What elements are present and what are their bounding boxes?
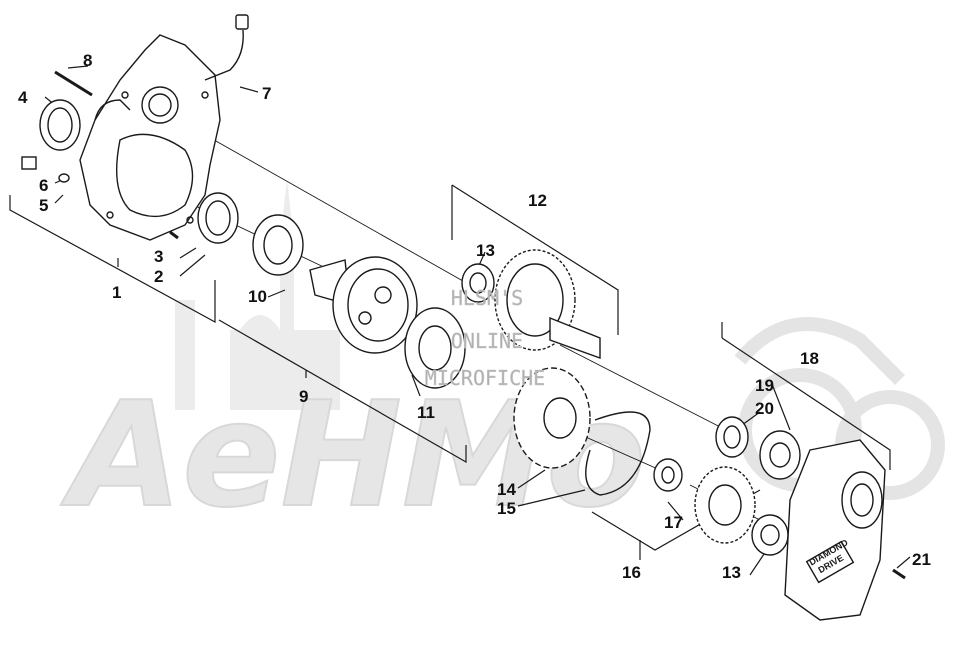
callout-4: 4 <box>18 88 28 107</box>
overlay-line-1: HLSM'S <box>451 286 523 310</box>
overlay-watermark: HLSM'S ONLINE MICROFICHE <box>425 286 546 391</box>
callout-19: 19 <box>755 376 774 395</box>
watermark-building <box>175 180 340 410</box>
callout-3: 3 <box>154 247 163 266</box>
bearing-and-drum <box>252 214 418 354</box>
callout-5: 5 <box>39 196 48 215</box>
callout-15: 15 <box>497 499 516 518</box>
sprocket-plate <box>404 307 466 389</box>
callout-20: 20 <box>755 399 774 418</box>
callout-21: 21 <box>912 550 931 569</box>
callout-12: 12 <box>528 191 547 210</box>
overlay-line-2: ONLINE <box>451 329 523 353</box>
seals-and-plugs <box>21 70 239 244</box>
callout-13-top: 13 <box>476 241 495 260</box>
callout-7: 7 <box>262 84 271 103</box>
callout-2: 2 <box>154 267 163 286</box>
callout-1: 1 <box>112 283 121 302</box>
overlay-line-3: MICROFICHE <box>425 366 545 390</box>
callout-13-bottom: 13 <box>722 563 741 582</box>
callout-14: 14 <box>497 480 516 499</box>
callout-17: 17 <box>664 513 683 532</box>
callout-6: 6 <box>39 176 48 195</box>
callout-8: 8 <box>83 51 92 70</box>
gear-case <box>79 14 249 241</box>
callout-18: 18 <box>800 349 819 368</box>
callout-9: 9 <box>299 387 308 406</box>
output-gear <box>461 249 601 359</box>
callout-labels: 8 4 7 6 5 3 2 1 10 9 11 12 13 14 15 16 1… <box>18 51 931 582</box>
callout-10: 10 <box>248 287 267 306</box>
drive-sprocket <box>513 367 651 496</box>
callout-11: 11 <box>417 403 435 422</box>
gear-cover <box>715 416 906 621</box>
callout-16: 16 <box>622 563 641 582</box>
idler-gear <box>653 458 789 556</box>
